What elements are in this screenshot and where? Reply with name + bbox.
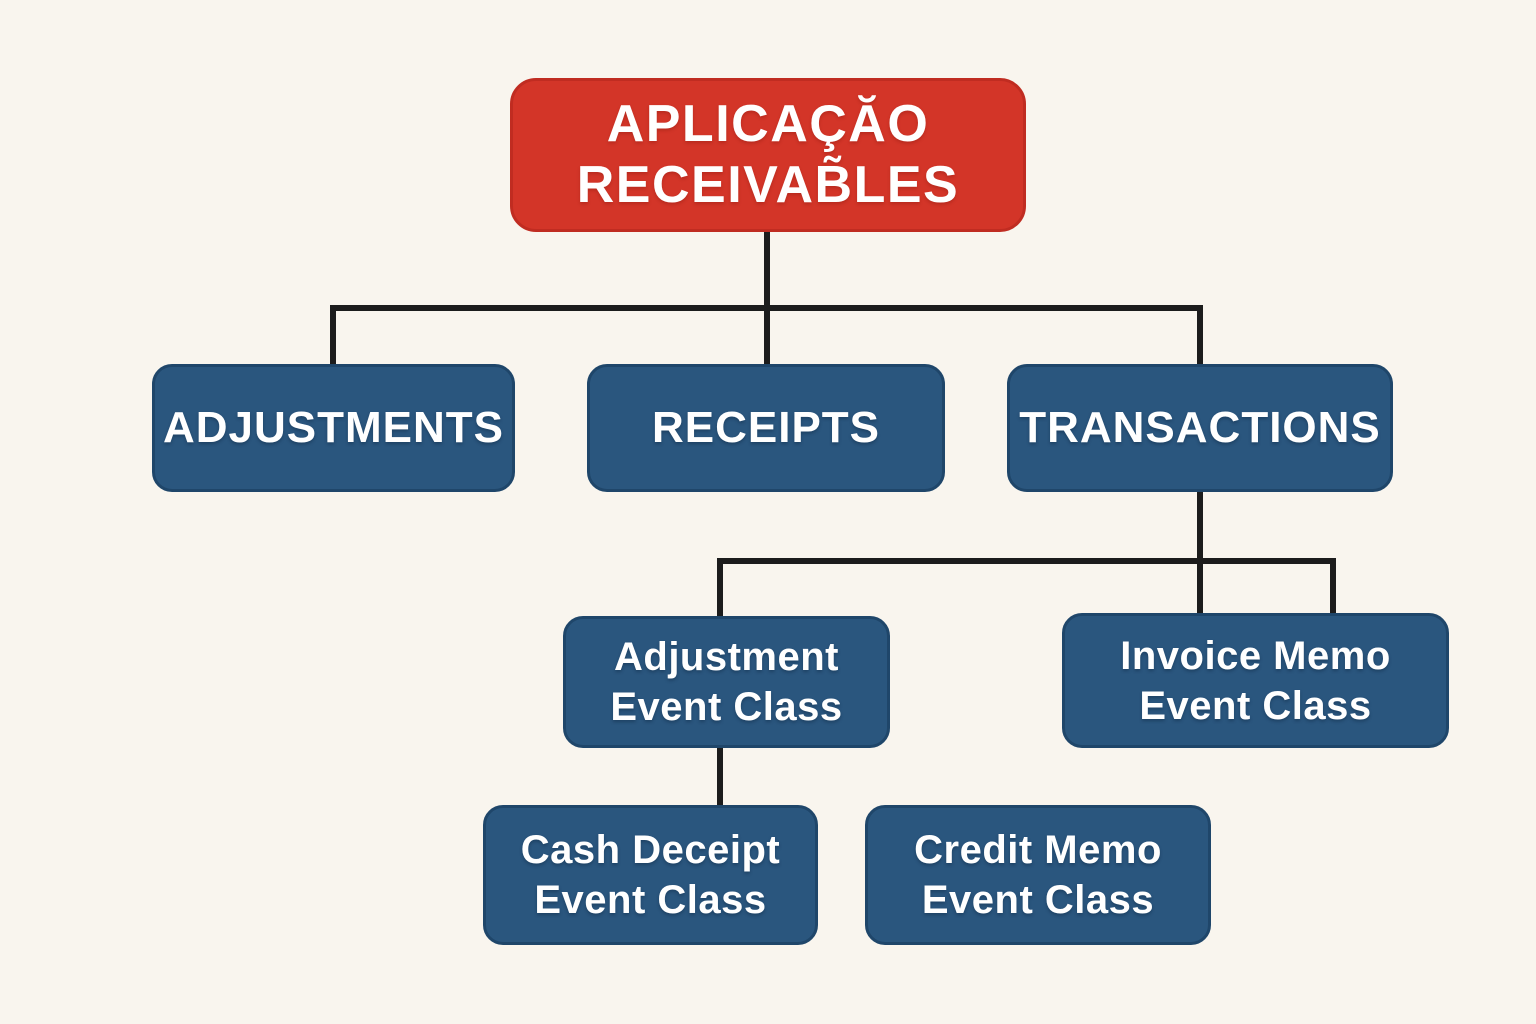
connector-level3-rail <box>717 558 1336 564</box>
node-adjustments: ADJUSTMENTS <box>152 364 515 492</box>
connector-transactions-stem <box>1197 492 1203 613</box>
node-label: Adjustment Event Class <box>610 635 843 729</box>
node-aplicacao-receivables: APLICAÇĂO RECEIVAB̃LES <box>510 78 1026 232</box>
node-label: TRANSACTIONS <box>1019 403 1381 452</box>
node-receipts: RECEIPTS <box>587 364 945 492</box>
node-invoice-memo-event-class: Invoice Memo Event Class <box>1062 613 1449 748</box>
node-label: APLICAÇĂO RECEIVAB̃LES <box>576 94 960 214</box>
connector-drop-adjustment-event <box>717 558 723 616</box>
node-label: ADJUSTMENTS <box>162 403 505 452</box>
connector-drop-receipts <box>764 305 770 364</box>
connector-drop-adjustments <box>330 305 336 364</box>
node-credit-memo-event-class: Credit Memo Event Class <box>865 805 1211 945</box>
connector-drop-invoice-memo <box>1330 558 1336 613</box>
node-label: Credit Memo Event Class <box>914 828 1162 922</box>
connector-drop-transactions <box>1197 305 1203 364</box>
node-cash-deceipt-event-class: Cash Deceipt Event Class <box>483 805 818 945</box>
node-label: RECEIPTS <box>651 403 881 452</box>
node-transactions: TRANSACTIONS <box>1007 364 1393 492</box>
node-adjustment-event-class: Adjustment Event Class <box>563 616 890 748</box>
node-label: Cash Deceipt Event Class <box>520 828 781 922</box>
connector-root-stem <box>764 232 770 311</box>
connector-adjustment-event-stem <box>717 748 723 805</box>
node-label: Invoice Memo Event Class <box>1120 633 1391 728</box>
